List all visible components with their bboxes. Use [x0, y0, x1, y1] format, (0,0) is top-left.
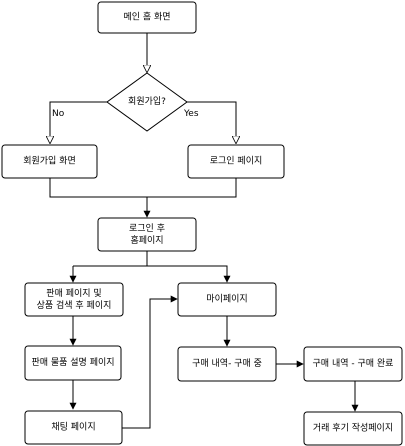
edge-decision-yes	[187, 101, 236, 143]
label-main-home: 메인 홈 화면	[123, 11, 170, 23]
edge-signup-merge	[49, 178, 147, 198]
node-sale-search	[24, 282, 124, 317]
label-mypage: 마이페이지	[206, 294, 247, 305]
edge-label-no: No	[52, 109, 65, 119]
edge-login-merge	[147, 178, 237, 198]
node-purchase-in-progress	[177, 346, 277, 382]
edge-chat-to-mypage	[122, 295, 178, 429]
label-review: 거래 후기 작성페이지	[313, 423, 393, 434]
label-login: 로그인 페이지	[210, 156, 263, 167]
label-sale-search-line2: 상품 검색 후 페이지	[37, 299, 112, 311]
label-product-detail: 판매 물품 설명 페이지	[31, 357, 114, 368]
label-signup: 회원가입 화면	[23, 155, 76, 167]
node-login	[187, 144, 285, 179]
label-chat: 채팅 페이지	[51, 422, 95, 433]
node-main-home	[97, 1, 197, 34]
edge-label-yes: Yes	[183, 109, 199, 119]
label-home-after-login-line2: 홈페이지	[130, 234, 163, 246]
edge-home-branch	[73, 251, 148, 267]
node-mypage	[177, 282, 277, 317]
node-purchase-done	[303, 346, 403, 382]
node-signup	[1, 144, 98, 179]
edge-decision-no	[50, 101, 107, 143]
label-purchase-in-progress: 구매 내역- 구매 중	[192, 358, 262, 369]
label-purchase-done: 구매 내역 - 구매 완료	[313, 358, 394, 369]
node-product-detail	[24, 345, 122, 381]
label-sale-search-line1: 판매 페이지 및	[46, 287, 101, 299]
label-member-check: 회원가입?	[128, 95, 166, 107]
node-member-check	[106, 72, 188, 132]
node-home-after-login	[97, 217, 197, 252]
node-chat	[24, 410, 123, 445]
edge-home-to-mypage	[147, 265, 231, 283]
node-review	[303, 411, 403, 446]
label-home-after-login-line1: 로그인 후	[129, 223, 165, 234]
